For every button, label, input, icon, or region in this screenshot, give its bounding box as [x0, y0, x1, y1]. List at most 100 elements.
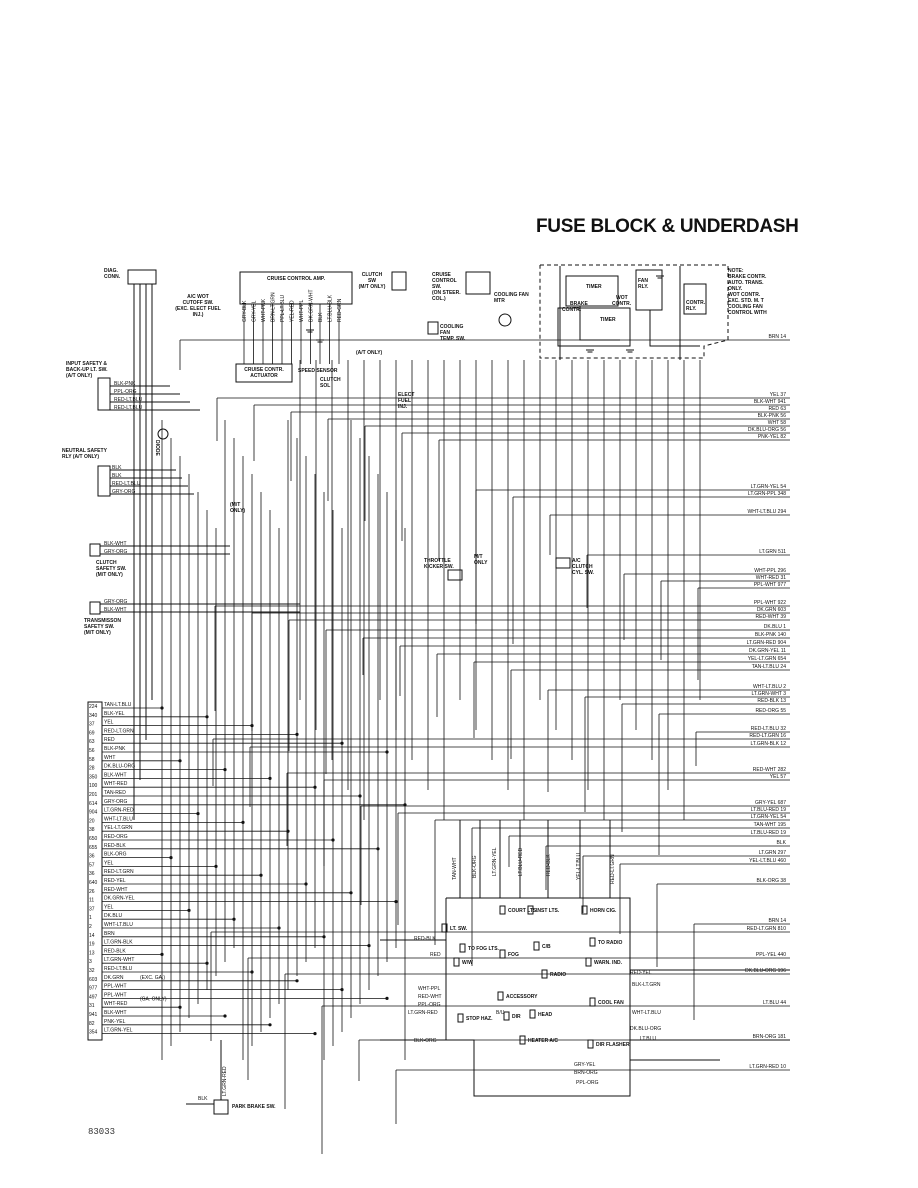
- connector-wire-label: BLK-ORG: [104, 852, 127, 858]
- connector-wire-label: WHT: [104, 755, 115, 761]
- note-label: WOT CONTR.: [728, 292, 761, 298]
- timer-relay: [565, 275, 619, 307]
- right-wire-label: TAN-WHT 195: [754, 822, 787, 828]
- fuse-wire-label: BLK-ORG: [472, 855, 478, 878]
- right-wire-label: WHT 58: [768, 420, 786, 426]
- fuse-element: [499, 905, 506, 915]
- fuse-element: [541, 969, 548, 979]
- connector-wire-label: BLK-WHT: [104, 772, 127, 778]
- connector-wire-label: RED: [104, 737, 115, 743]
- right-wire-label: YEL-LT.GRN 654: [748, 656, 786, 662]
- splice-dot: [232, 917, 236, 921]
- connector-pin-number: 603: [89, 977, 98, 983]
- connector-wire-label: PPL-WHT: [104, 984, 127, 990]
- relay-label: CONTR.: [612, 301, 632, 307]
- diag-connector-label: CONN.: [104, 274, 121, 280]
- connector-wire-label: TAN-RED: [104, 790, 126, 796]
- throttle-kicker-label: KICKER SW.: [424, 564, 454, 570]
- right-wire-label: DK.GRN-YEL 11: [749, 648, 786, 654]
- connector-wire-label: LT.GRN-RED: [104, 808, 134, 814]
- splice-dot: [394, 900, 398, 904]
- right-wire-label: YEL 37: [770, 392, 786, 398]
- right-wire-label: BRN 14: [768, 334, 786, 340]
- connector-pin-number: 37: [89, 906, 95, 912]
- fuse-element: [589, 997, 596, 1007]
- cooling-fan-motor: [498, 313, 512, 327]
- fuse-wire-label: LT.BLU-RED: [518, 847, 524, 876]
- connector-pin-number: 655: [89, 845, 98, 851]
- connector-pin-number: 340: [89, 713, 98, 719]
- right-wire-label: LT.GRN-PPL 348: [748, 491, 786, 497]
- splice-dot: [223, 768, 227, 772]
- cooling-fan-temp-label: TEMP. SW.: [440, 336, 466, 342]
- connector-pin-number: 37: [89, 722, 95, 728]
- fuse-wire-label: DK.BLU-ORG: [630, 1026, 661, 1032]
- splice-dot: [403, 803, 407, 807]
- fuse-wire-label: YEL-LT.BLU: [576, 852, 582, 880]
- splice-dot: [349, 891, 353, 895]
- connector-pin-number: 650: [89, 836, 98, 842]
- connector-pin-number: 977: [89, 986, 98, 992]
- right-wire-label: RED-BLK 13: [757, 698, 786, 704]
- right-wire-label: YEL-LT.BLU 460: [749, 858, 786, 864]
- right-wire-label: BLK-PNK 56: [758, 413, 787, 419]
- splice-dot: [187, 908, 191, 913]
- fuse-label: STOP HAZ.: [466, 1016, 493, 1022]
- fuse-wire-label: PPL-ORG: [418, 1002, 441, 1008]
- connector-wire-label: RED-LT.GRN: [104, 728, 134, 734]
- right-wire-label: RED-LT.GRN 16: [749, 733, 786, 739]
- neutral-safety-label: NEUTRAL SAFETY: [62, 448, 108, 454]
- fuse-block: [445, 897, 631, 1097]
- connector-wire-label: DK.GRN-YEL: [104, 896, 135, 902]
- right-wire-label: WHT-LT.BLU 2: [753, 684, 786, 690]
- relay-label: WOT: [616, 295, 628, 301]
- fuse-label: DIR: [512, 1014, 521, 1020]
- neutral-safety-wire-label: BLK: [112, 473, 122, 479]
- clutch-switch-label: (M/T ONLY): [359, 284, 386, 290]
- right-wire-label: LT.GRN-YEL 54: [751, 814, 787, 820]
- splice-dot: [277, 926, 281, 930]
- fuse-wire-label: RED-BLK: [414, 936, 436, 942]
- relay-label: BRAKE: [570, 301, 588, 307]
- connector-wire-label: YEL-LT.GRN: [104, 825, 133, 831]
- brake-wot-relay: [557, 307, 631, 347]
- cruise-control-switch: [465, 271, 491, 295]
- connector-wire-label: WHT-RED: [104, 1001, 128, 1007]
- fan-relay: [635, 269, 663, 311]
- relay-label: TIMER: [586, 284, 602, 290]
- fuse-label: HEATER A/C: [528, 1038, 558, 1044]
- clutch-safety-wire-label: BLK-WHT: [104, 541, 127, 547]
- fuse-element: [497, 991, 504, 1001]
- right-wire-label: DK.BLU-ORG 56: [748, 427, 786, 433]
- connector-wire-label: DK.GRN: [104, 975, 124, 981]
- right-wire-label: LT.GRN-YEL 54: [751, 484, 787, 490]
- fuse-wire-label: BLK-ORG: [414, 1038, 437, 1044]
- connector-pin-number: 63: [89, 739, 95, 745]
- fuse-wire-label: RED-LT.GRN: [610, 854, 616, 884]
- throttle-kicker-switch: [447, 569, 463, 581]
- connector-wire-label: RED-ORG: [104, 834, 128, 840]
- connector-wire-label: YEL: [104, 720, 114, 726]
- clutch-switch-label: SW: [368, 278, 376, 284]
- splice-dot: [250, 970, 254, 974]
- fuse-label: RADIO: [550, 972, 566, 978]
- fuse-label: HEAD: [538, 1012, 553, 1018]
- connector-pin-number: 1: [89, 915, 92, 921]
- splice-dot: [214, 864, 218, 869]
- relay-wire: [649, 310, 700, 347]
- connector-pin-number: 3: [89, 959, 92, 965]
- fuse-element: [459, 943, 466, 953]
- diode-label: DIODE: [154, 440, 160, 457]
- fuse-wire-label: PPL-ORG: [576, 1080, 599, 1086]
- fuse-label: C/B: [542, 944, 551, 950]
- cooling-fan-motor-label: MTR: [494, 298, 505, 304]
- cruise-control-switch-label: COL.): [432, 296, 446, 302]
- right-wire-label: LT.BLU-RED 19: [751, 807, 786, 813]
- mt-only-paren-label: ONLY): [230, 508, 245, 514]
- connector-pin-number: 13: [89, 950, 95, 956]
- fuse-label: LT. SW.: [450, 926, 468, 932]
- connector-wire-label: PNK-YEL: [104, 1019, 126, 1025]
- left-connector-block: [87, 701, 103, 1041]
- splice-dot: [286, 829, 290, 833]
- right-wire-label: GRY-YEL 687: [755, 800, 786, 806]
